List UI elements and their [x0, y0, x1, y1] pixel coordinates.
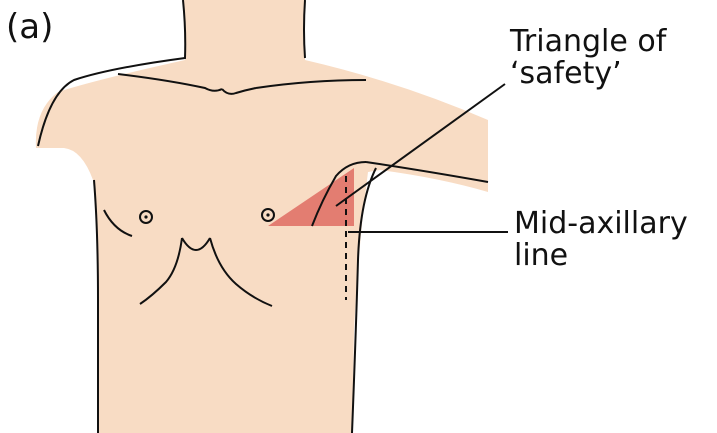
mid-axillary-line-label: Mid-axillary line [514, 208, 688, 272]
panel-label: (a) [6, 10, 53, 44]
triangle-label-line1: Triangle of [510, 26, 666, 58]
neck-right-line [304, 0, 305, 58]
triangle-of-safety-label: Triangle of ‘safety’ [510, 26, 666, 90]
axillary-label-line2: line [514, 240, 688, 272]
triangle-label-line2: ‘safety’ [510, 58, 666, 90]
axillary-label-line1: Mid-axillary [514, 208, 688, 240]
